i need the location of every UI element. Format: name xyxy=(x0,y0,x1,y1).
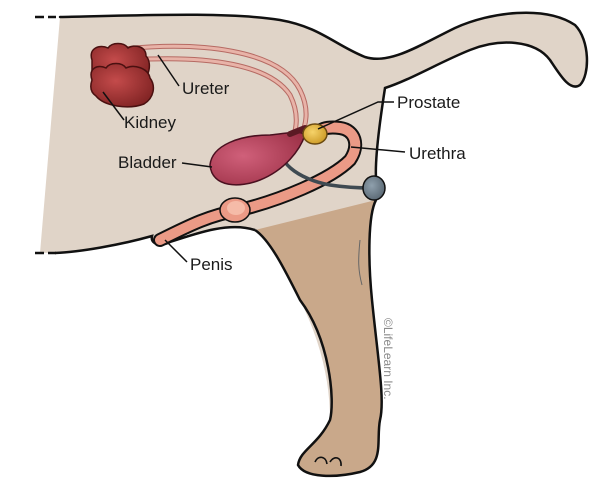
ureters xyxy=(114,43,309,143)
label-bladder: Bladder xyxy=(118,153,177,172)
label-urethra: Urethra xyxy=(409,144,466,163)
prostate xyxy=(302,123,328,145)
cat-body xyxy=(35,11,589,478)
copyright-text: ©LifeLearn Inc. xyxy=(381,318,395,400)
urethra-tube xyxy=(153,120,363,247)
label-ureter: Ureter xyxy=(182,79,230,98)
label-penis: Penis xyxy=(190,255,233,274)
leader-lines xyxy=(102,54,406,263)
label-kidney: Kidney xyxy=(124,113,176,132)
label-prostate: Prostate xyxy=(397,93,460,112)
kidneys xyxy=(90,42,155,108)
